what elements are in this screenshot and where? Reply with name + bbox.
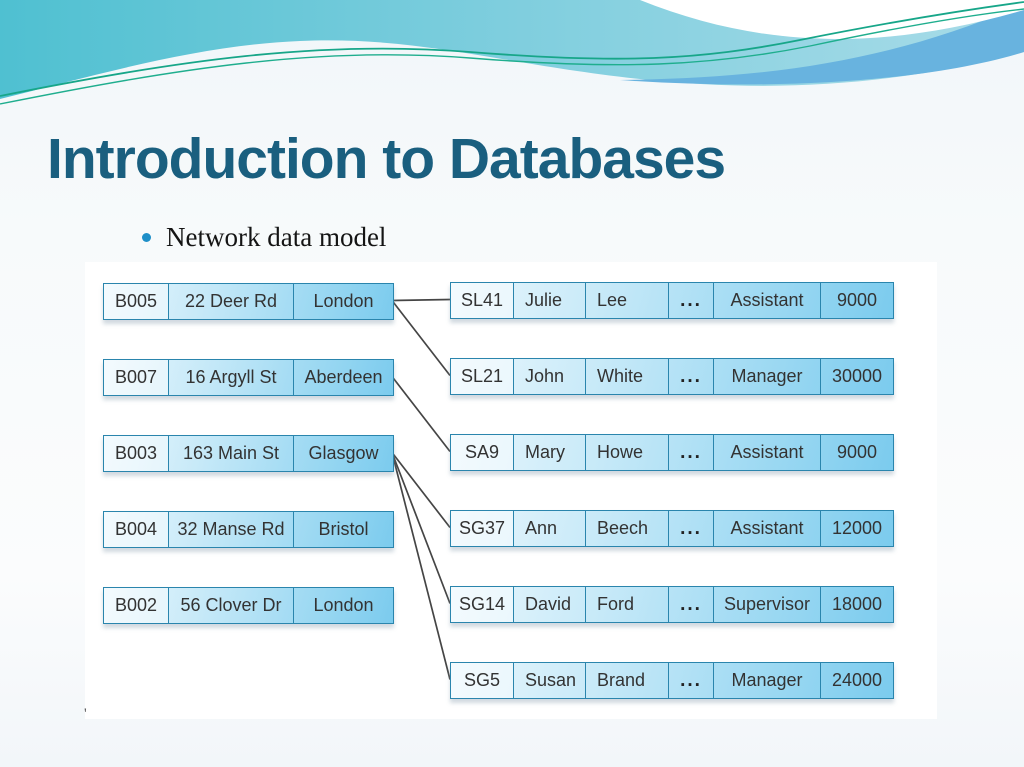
staff-lastname-cell: Beech: [586, 511, 669, 546]
staff-ellipsis-cell: ...: [669, 359, 714, 394]
page-title: Introduction to Databases: [47, 127, 726, 191]
staff-lastname-cell: Howe: [586, 435, 669, 470]
staff-ellipsis-cell: ...: [669, 663, 714, 698]
branch-street-cell: 22 Deer Rd: [169, 284, 294, 319]
staff-lastname-cell: Ford: [586, 587, 669, 622]
staff-id-cell: SA9: [451, 435, 514, 470]
staff-ellipsis-cell: ...: [669, 283, 714, 318]
staff-firstname-cell: Julie: [514, 283, 586, 318]
staff-ellipsis-cell: ...: [669, 587, 714, 622]
staff-position-cell: Manager: [714, 359, 821, 394]
staff-salary-cell: 9000: [836, 442, 878, 462]
staff-firstname-cell: John: [514, 359, 586, 394]
branch-city-cell: Glasgow: [308, 443, 379, 463]
branch-city-cell: London: [313, 595, 374, 615]
staff-salary-cell: 18000: [831, 594, 883, 614]
staff-lastname-cell: Lee: [586, 283, 669, 318]
staff-id-cell: SG37: [451, 511, 514, 546]
green-accent-line-1: [0, 1, 1024, 97]
branch-id-cell: B003: [104, 436, 169, 471]
staff-firstname-cell: Mary: [514, 435, 586, 470]
branch-id-cell: B007: [104, 360, 169, 395]
staff-firstname-cell: Ann: [514, 511, 586, 546]
staff-id-cell: SG14: [451, 587, 514, 622]
staff-salary-cell: 12000: [831, 518, 883, 538]
diagram-panel: [85, 262, 937, 719]
bullet-item: Network data model: [142, 222, 386, 253]
branch-street-cell: 163 Main St: [169, 436, 294, 471]
branch-city-cell: Aberdeen: [304, 367, 383, 387]
staff-position-cell: Assistant: [714, 435, 821, 470]
staff-position-cell: Manager: [714, 663, 821, 698]
branch-street-cell: 32 Manse Rd: [169, 512, 294, 547]
white-swoosh-shape: [640, 0, 1024, 39]
staff-id-cell: SL41: [451, 283, 514, 318]
header-wave-graphic: [0, 0, 1024, 105]
staff-salary-cell: 30000: [831, 366, 883, 386]
staff-id-cell: SL21: [451, 359, 514, 394]
staff-position-cell: Assistant: [714, 511, 821, 546]
branch-street-cell: 16 Argyll St: [169, 360, 294, 395]
staff-id-cell: SG5: [451, 663, 514, 698]
staff-salary-cell: 24000: [831, 670, 883, 690]
staff-firstname-cell: David: [514, 587, 586, 622]
staff-lastname-cell: White: [586, 359, 669, 394]
branch-city-cell: Bristol: [318, 519, 369, 539]
branch-id-cell: B005: [104, 284, 169, 319]
branch-city-cell: London: [313, 291, 374, 311]
staff-ellipsis-cell: ...: [669, 511, 714, 546]
green-accent-line-2: [0, 8, 1024, 105]
staff-salary-cell: 9000: [836, 290, 878, 310]
stray-tick-mark: ': [84, 706, 87, 722]
staff-position-cell: Assistant: [714, 283, 821, 318]
blue-wave-shape: [620, 4, 1024, 85]
branch-id-cell: B002: [104, 588, 169, 623]
staff-firstname-cell: Susan: [514, 663, 586, 698]
staff-position-cell: Supervisor: [714, 587, 821, 622]
branch-id-cell: B004: [104, 512, 169, 547]
staff-ellipsis-cell: ...: [669, 435, 714, 470]
staff-lastname-cell: Brand: [586, 663, 669, 698]
branch-street-cell: 56 Clover Dr: [169, 588, 294, 623]
bullet-label: Network data model: [166, 222, 387, 252]
bullet-dot-icon: [142, 233, 151, 242]
